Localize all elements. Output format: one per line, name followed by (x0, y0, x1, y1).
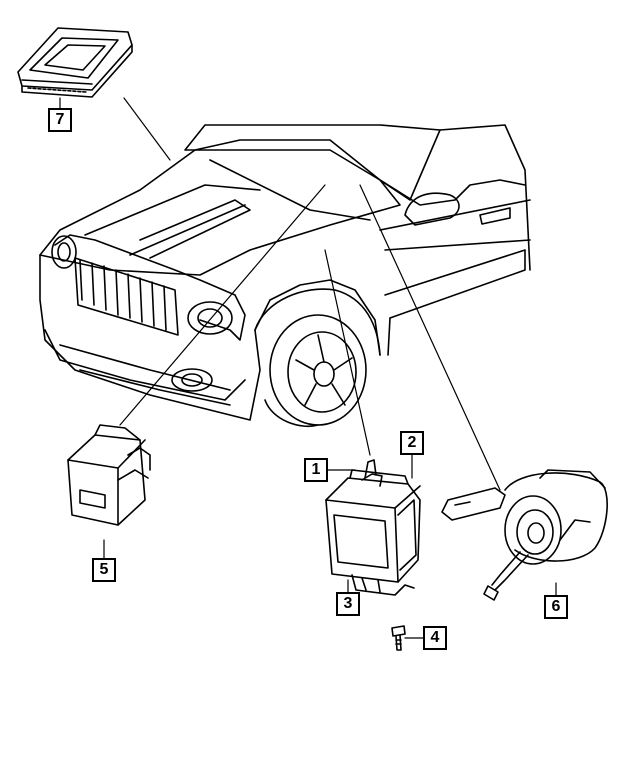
part-4-bolt (391, 625, 406, 651)
part-6-clockspring (441, 469, 608, 601)
vehicle-illustration (39, 124, 531, 427)
callout-1: 1 (304, 458, 328, 482)
leader-lines (59, 97, 557, 639)
callout-6: 6 (544, 595, 568, 619)
part-2-3-abs-module (325, 459, 421, 596)
callout-5: 5 (92, 558, 116, 582)
callout-3: 3 (336, 592, 360, 616)
callout-7: 7 (48, 108, 72, 132)
part-5-module (67, 424, 151, 526)
callout-4: 4 (423, 626, 447, 650)
part-7-control-module (17, 27, 133, 98)
callout-2: 2 (400, 431, 424, 455)
